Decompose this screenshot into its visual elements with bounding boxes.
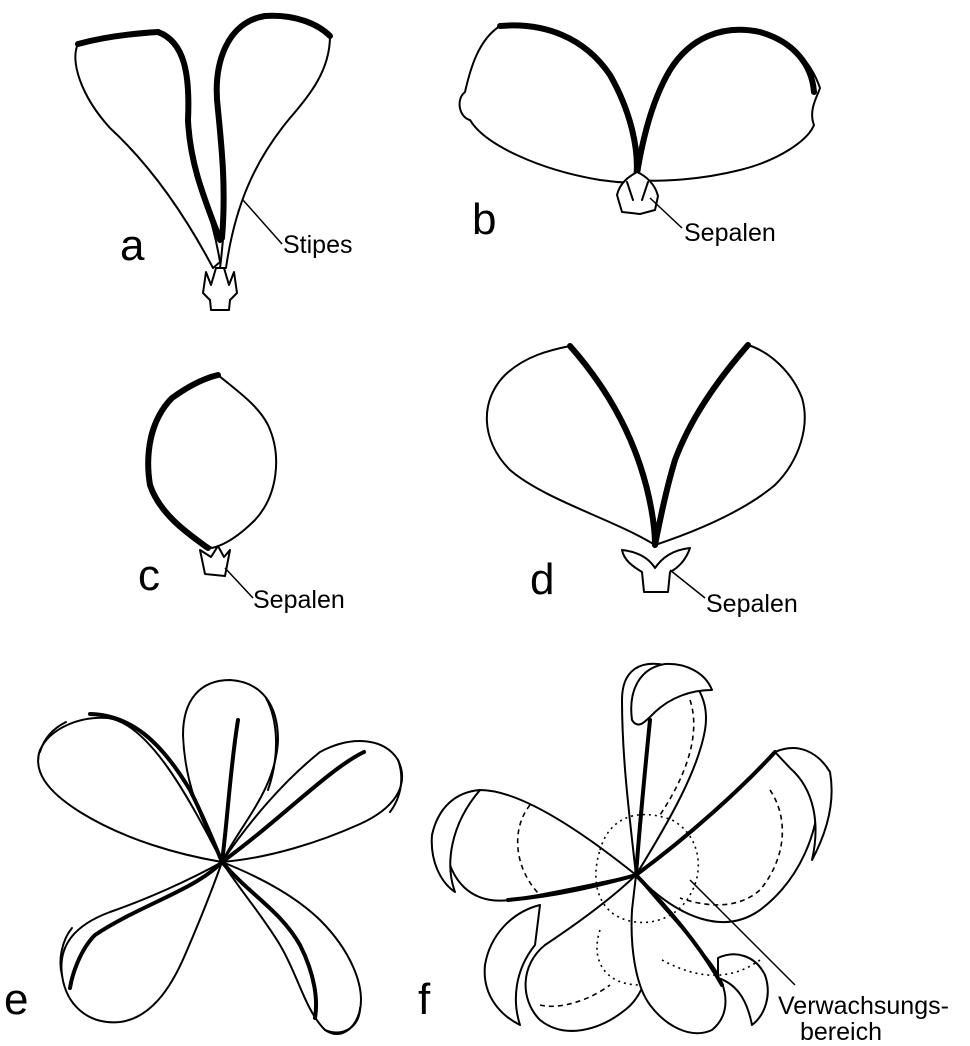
panel-c-letter: c (138, 551, 160, 600)
panel-a-label: Stipes (283, 231, 352, 259)
panel-b-label: Sepalen (684, 219, 776, 247)
panel-c-leader (225, 568, 253, 598)
panel-d-petals (487, 345, 805, 545)
panel-d-calyx (622, 548, 690, 592)
panel-f: Verwachsungs- bereich f (418, 664, 949, 1046)
panel-d-letter: d (530, 555, 554, 604)
panel-e-petal-lower-left (60, 862, 222, 1022)
panel-f-label-line1: Verwachsungs- (778, 992, 949, 1020)
panel-d-label: Sepalen (706, 590, 798, 618)
panel-c-calyx (200, 546, 230, 576)
panel-b-letter: b (472, 195, 496, 244)
panel-b-leader (650, 198, 682, 228)
panel-f-letter: f (418, 975, 431, 1024)
panel-b-petals (460, 25, 820, 182)
panel-e: e (4, 680, 402, 1034)
panel-a-calyx (203, 268, 237, 310)
panel-b: Sepalen b (460, 25, 820, 247)
panel-f-petal-left (432, 790, 636, 901)
panel-f-label-line2: bereich (800, 1018, 882, 1046)
panel-c-label: Sepalen (253, 586, 345, 614)
panel-d-leader (670, 570, 705, 598)
panel-c: Sepalen c (138, 375, 345, 614)
panel-a: Stipes a (75, 16, 352, 310)
panel-e-petal-lower-right (222, 862, 361, 1034)
panel-a-leader (243, 200, 282, 244)
panel-c-petal (147, 375, 276, 548)
panel-d: Sepalen d (487, 345, 805, 618)
panel-e-letter: e (4, 975, 28, 1024)
panel-a-letter: a (120, 221, 145, 270)
